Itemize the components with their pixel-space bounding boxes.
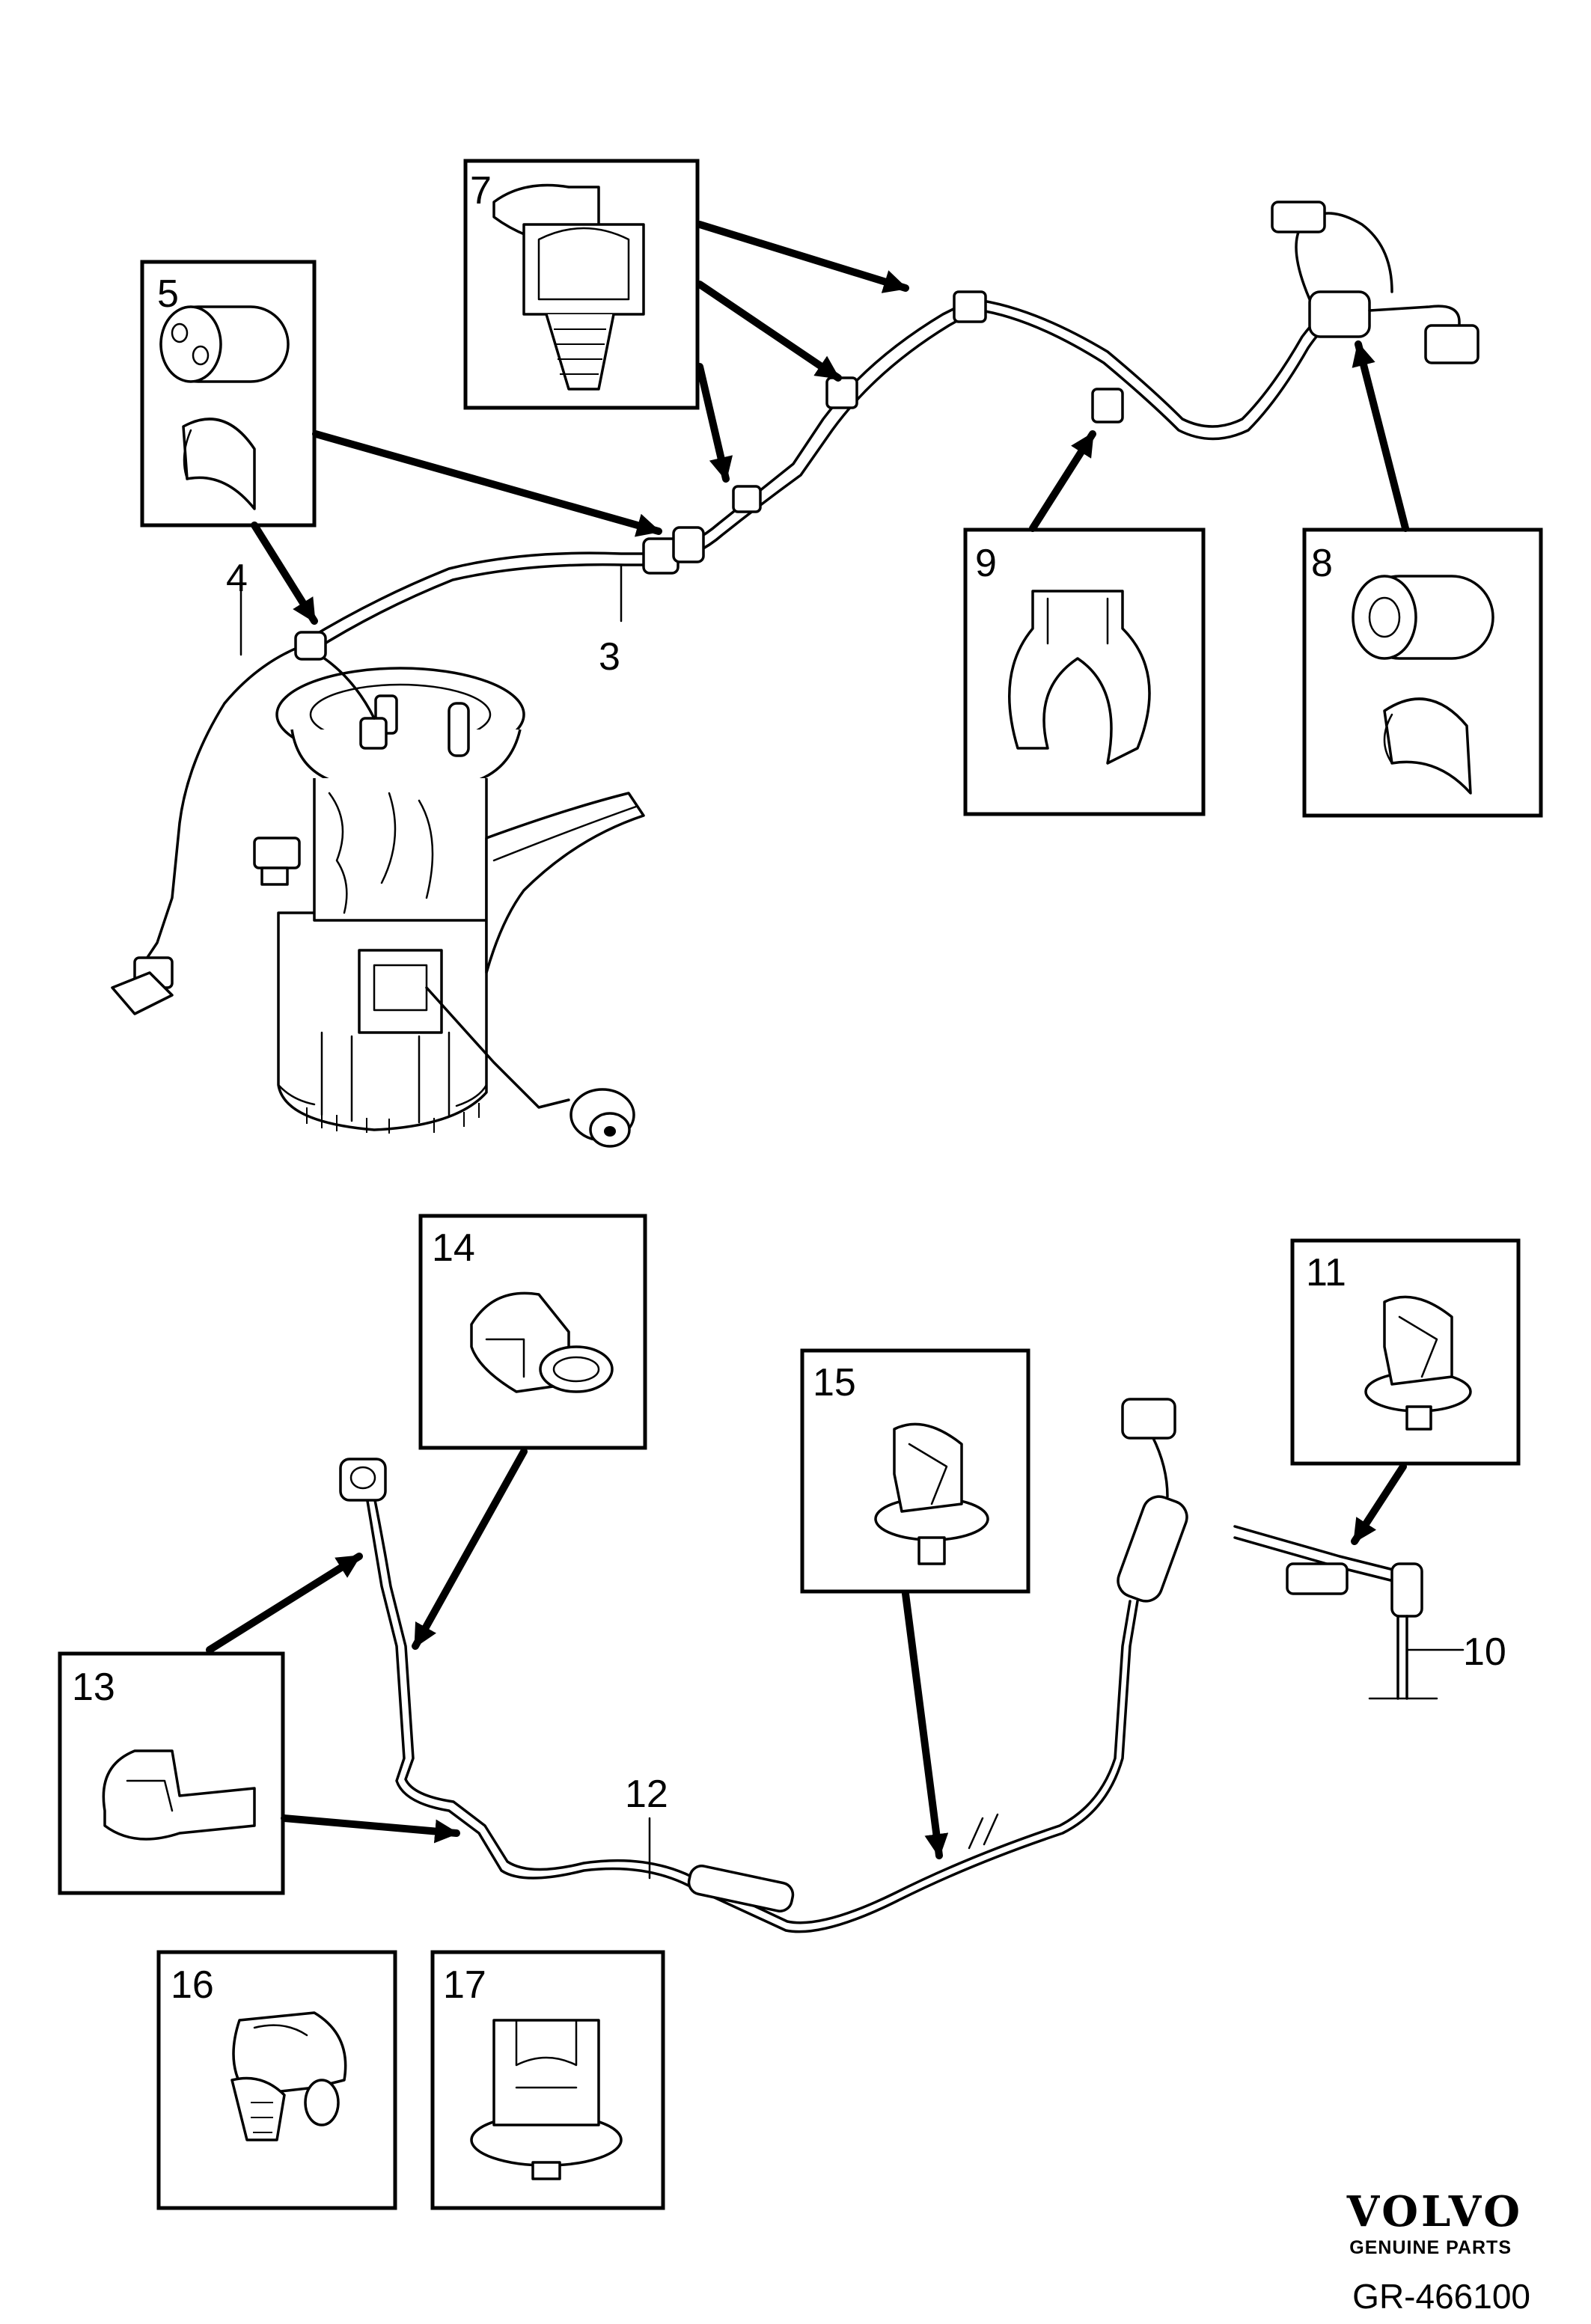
callout-13: 13	[72, 1666, 115, 1709]
part-box-5	[140, 260, 317, 528]
part-box-7	[463, 159, 700, 410]
callout-9: 9	[975, 542, 997, 585]
arrow-9-to-line	[1029, 430, 1096, 532]
callout-17: 17	[443, 1963, 486, 2007]
callout-4: 4	[226, 557, 248, 600]
callout-8: 8	[1311, 542, 1333, 585]
callout-14: 14	[432, 1226, 475, 1270]
part-box-14	[418, 1214, 647, 1450]
wiring-harness-12	[339, 1398, 1188, 1933]
brand-tagline: GENUINE PARTS	[1349, 2237, 1512, 2258]
callout-5: 5	[157, 272, 179, 316]
part-box-15	[800, 1348, 1030, 1594]
callout-15: 15	[813, 1361, 856, 1404]
part-box-13	[58, 1651, 285, 1895]
callout-12: 12	[625, 1773, 668, 1816]
part-box-17	[430, 1950, 665, 2210]
wiring-harness-10	[1233, 1525, 1465, 1700]
arrow-11-to-harness	[1351, 1463, 1407, 1545]
arrow-5-to-line	[312, 430, 662, 537]
arrow-7-to-line-c	[696, 363, 733, 483]
callout-16: 16	[171, 1963, 214, 2007]
part-box-11	[1290, 1238, 1521, 1466]
part-box-8	[1302, 528, 1543, 818]
callout-3: 3	[599, 635, 620, 679]
arrow-13-to-harness-top	[206, 1553, 363, 1654]
arrow-14-to-harness	[412, 1448, 528, 1650]
wiring-harness-4	[111, 631, 376, 1015]
callout-10: 10	[1463, 1630, 1506, 1674]
fuel-pump-module	[253, 667, 645, 1148]
callout-7: 7	[470, 169, 492, 212]
brand-name: VOLVO	[1346, 2187, 1523, 2236]
fuel-line-3	[305, 201, 1479, 652]
part-box-9	[963, 528, 1206, 816]
arrow-8-to-line	[1352, 340, 1409, 532]
reference-number: GR-466100	[1352, 2277, 1530, 2316]
arrow-5-to-harness	[251, 522, 318, 625]
arrow-13-to-harness-bottom	[281, 1814, 460, 1844]
part-box-16	[156, 1950, 397, 2210]
arrow-7-to-line-a	[696, 221, 909, 293]
callout-11: 11	[1306, 1251, 1346, 1294]
arrow-15-to-harness	[902, 1590, 949, 1859]
arrow-7-to-line-b	[696, 281, 842, 382]
